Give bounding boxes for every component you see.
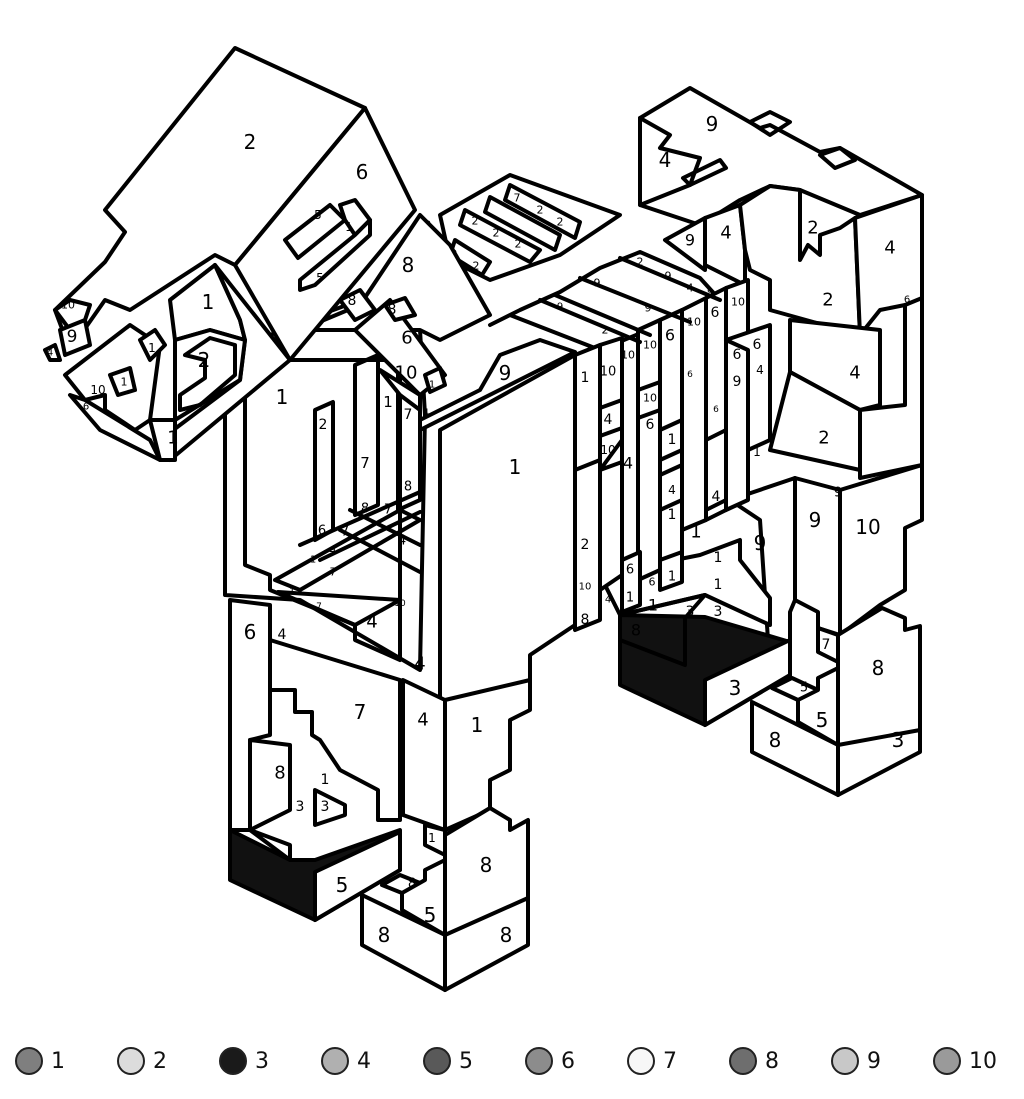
palette-number-label: 5 bbox=[459, 1048, 473, 1074]
svg-text:8: 8 bbox=[274, 763, 285, 784]
region-front-leg2-small[interactable] bbox=[423, 823, 447, 857]
coloring-canvas: 9 9 9 10 8 7 5 5 8 3 1 1 1 3 3 8 3 bbox=[43, 46, 924, 992]
palette-swatch-6[interactable]: 6 bbox=[525, 1044, 575, 1078]
palette-number-label: 9 bbox=[867, 1048, 881, 1074]
region-neck-inner-b[interactable] bbox=[378, 368, 422, 412]
region-head-cheek[interactable] bbox=[173, 328, 247, 422]
region-front-leg-inner[interactable] bbox=[268, 638, 402, 822]
palette-swatch-9[interactable]: 9 bbox=[831, 1044, 881, 1078]
svg-text:2: 2 bbox=[807, 218, 818, 239]
palette-swatch-1[interactable]: 1 bbox=[15, 1044, 65, 1078]
svg-text:1: 1 bbox=[321, 772, 330, 788]
region-snout-nose[interactable] bbox=[58, 318, 92, 357]
palette-number-label: 3 bbox=[255, 1048, 269, 1074]
region-snout-underside[interactable] bbox=[68, 393, 162, 462]
svg-text:3: 3 bbox=[296, 799, 305, 815]
region-rib-band-c[interactable] bbox=[636, 318, 662, 582]
palette-color-dot bbox=[15, 1047, 43, 1075]
region-rear-hoof-top-b[interactable] bbox=[796, 666, 840, 747]
palette-swatch-7[interactable]: 7 bbox=[627, 1044, 677, 1078]
region-eye-c[interactable] bbox=[298, 218, 372, 292]
region-front-leg-front[interactable] bbox=[401, 678, 447, 832]
head: 2 6 5 1 5 1 2 10 9 4 10 6 1 1 1 bbox=[43, 46, 417, 462]
region-front-hoof2-mid[interactable] bbox=[400, 858, 447, 937]
palette-number-label: 4 bbox=[357, 1048, 371, 1074]
region-rear-hoof-side[interactable] bbox=[836, 606, 922, 747]
region-front-hoof-front[interactable] bbox=[313, 830, 402, 922]
region-rib-band-h[interactable] bbox=[724, 323, 772, 452]
palette-color-dot bbox=[933, 1047, 961, 1075]
region-body-under-b[interactable] bbox=[573, 458, 602, 632]
region-snout-small-d[interactable] bbox=[108, 366, 137, 397]
palette-swatch-10[interactable]: 10 bbox=[933, 1044, 997, 1078]
color-palette: 1 2 3 4 5 6 7 8 9 10 bbox=[0, 1038, 1024, 1084]
palette-number-label: 2 bbox=[153, 1048, 167, 1074]
region-rear-hoof-top-c[interactable] bbox=[816, 626, 840, 664]
region-rear-leg-front[interactable] bbox=[793, 476, 842, 637]
palette-number-label: 7 bbox=[663, 1048, 677, 1074]
palette-color-dot bbox=[525, 1047, 553, 1075]
palette-number-label: 8 bbox=[765, 1048, 779, 1074]
region-back-hoof-front[interactable] bbox=[703, 638, 792, 727]
svg-text:3: 3 bbox=[321, 799, 330, 815]
palette-color-dot bbox=[423, 1047, 451, 1075]
palette-swatch-8[interactable]: 8 bbox=[729, 1044, 779, 1078]
region-rear-hoof-front[interactable] bbox=[836, 728, 922, 797]
region-snout-small-a[interactable] bbox=[43, 343, 62, 362]
region-mane-b[interactable] bbox=[503, 183, 582, 240]
region-rib-band-g[interactable] bbox=[724, 278, 750, 512]
palette-swatch-5[interactable]: 5 bbox=[423, 1044, 473, 1078]
svg-text:3: 3 bbox=[714, 604, 723, 620]
palette-number-label: 1 bbox=[51, 1048, 65, 1074]
region-body-under-d[interactable] bbox=[658, 550, 684, 592]
palette-color-dot bbox=[729, 1047, 757, 1075]
region-neck-inner-a[interactable] bbox=[353, 298, 447, 397]
region-hip-inner-b[interactable] bbox=[703, 203, 747, 287]
svg-text:4: 4 bbox=[623, 454, 633, 473]
region-mane-c[interactable] bbox=[483, 195, 562, 252]
region-head-front-bottom[interactable] bbox=[148, 418, 177, 462]
region-mane-d[interactable] bbox=[458, 208, 542, 264]
palette-color-dot bbox=[321, 1047, 349, 1075]
palette-swatch-2[interactable]: 2 bbox=[117, 1044, 167, 1078]
palette-swatch-3[interactable]: 3 bbox=[219, 1044, 269, 1078]
palette-number-label: 6 bbox=[561, 1048, 575, 1074]
palette-color-dot bbox=[219, 1047, 247, 1075]
region-neck-inner-c[interactable] bbox=[383, 296, 417, 322]
region-neck-inner-d[interactable] bbox=[423, 366, 447, 394]
palette-swatch-4[interactable]: 4 bbox=[321, 1044, 371, 1078]
region-body-under-c[interactable] bbox=[620, 550, 642, 614]
palette-color-dot bbox=[627, 1047, 655, 1075]
region-front-leg-side[interactable] bbox=[443, 678, 532, 832]
region-rib-band-e[interactable] bbox=[680, 296, 708, 532]
region-hip-small[interactable] bbox=[858, 296, 924, 480]
region-hip-inner-a[interactable] bbox=[663, 216, 707, 272]
region-rib-band-d[interactable] bbox=[658, 308, 684, 572]
palette-color-dot bbox=[117, 1047, 145, 1075]
region-rib-band-f[interactable] bbox=[704, 286, 728, 522]
hip: 9 4 9 4 2 4 2 6 4 2 1 bbox=[638, 86, 924, 480]
palette-number-label: 10 bbox=[969, 1048, 997, 1074]
svg-text:4: 4 bbox=[278, 627, 287, 643]
palette-color-dot bbox=[831, 1047, 859, 1075]
rear-leg: 9 9 9 10 8 7 5 5 8 3 bbox=[728, 463, 924, 797]
region-hip-left[interactable] bbox=[638, 116, 702, 207]
region-neck-small-a[interactable] bbox=[338, 288, 377, 322]
region-snout-eye[interactable] bbox=[138, 328, 167, 362]
region-front-hoof2-right[interactable] bbox=[443, 896, 530, 992]
